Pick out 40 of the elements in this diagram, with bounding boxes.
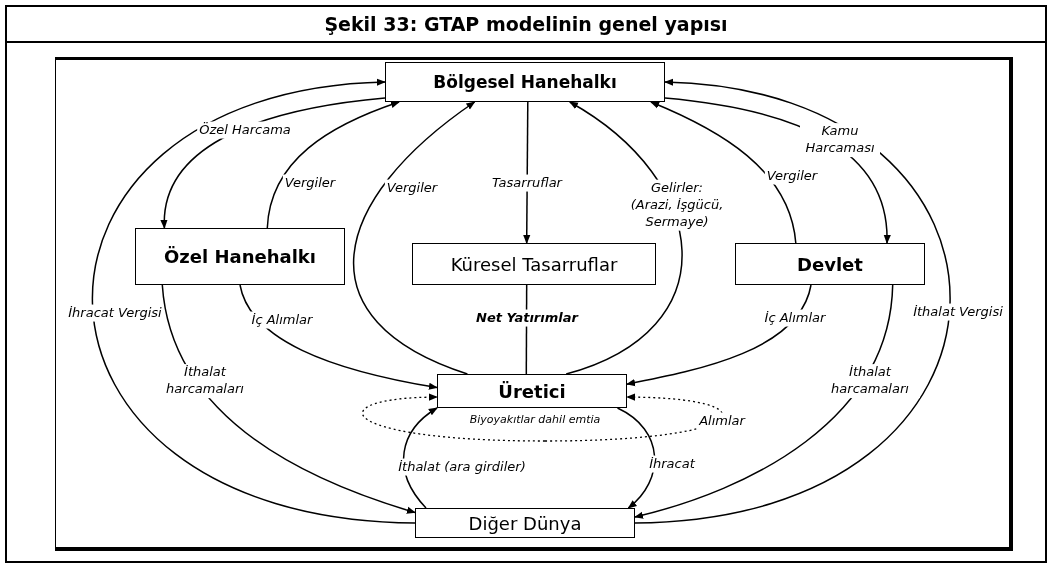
node-label: Küresel Tasarruflar <box>450 253 618 275</box>
process-box <box>735 243 925 285</box>
arrow <box>634 79 951 524</box>
edge-label: Vergiler <box>282 174 338 192</box>
edge-label: Kamu Harcaması <box>800 123 880 157</box>
node-label: Üretici <box>498 380 566 402</box>
figure-title: Şekil 33: GTAP modelinin genel yapısı <box>324 13 728 35</box>
edge-label: İthalat Vergisi <box>911 303 1005 321</box>
edge-label: İhracat Vergisi <box>66 304 164 322</box>
process-box <box>385 62 665 102</box>
process-box <box>135 228 345 285</box>
node-label: Bölgesel Hanehalkı <box>433 72 617 92</box>
process-box <box>437 374 627 408</box>
arrow <box>353 101 476 375</box>
process-box <box>412 243 656 285</box>
edge-label: Vergiler <box>764 167 820 185</box>
arrow <box>91 79 416 524</box>
dotted-arrow <box>361 393 546 442</box>
edge-label: Tasarruflar <box>490 174 564 192</box>
arrow <box>634 284 894 519</box>
node-label: Devlet <box>797 253 863 275</box>
edge-label: Özel Harcama <box>197 121 293 139</box>
arrow <box>239 284 438 390</box>
node-label: Diğer Dünya <box>468 512 582 534</box>
process-box <box>415 508 635 538</box>
edge-label: İthalat (ara girdiler) <box>396 458 528 476</box>
edge-label: Net Yatırımlar <box>474 309 580 327</box>
edge-label: İç Alımlar <box>249 311 315 329</box>
edge-label: İç Alımlar <box>762 309 828 327</box>
arrow <box>626 284 812 387</box>
caption-text: Biyoyakıtlar dahil emtia <box>468 412 602 428</box>
edge-label: Alımlar <box>697 412 747 430</box>
node-label: Özel Hanehalkı <box>164 246 316 267</box>
arrow <box>266 101 400 229</box>
edge-label: Vergiler <box>384 179 440 197</box>
arrow <box>161 284 416 514</box>
edge-label: İhracat <box>647 455 697 473</box>
arrow <box>523 101 531 244</box>
dotted-arrow <box>544 393 723 442</box>
arrow <box>650 101 797 244</box>
